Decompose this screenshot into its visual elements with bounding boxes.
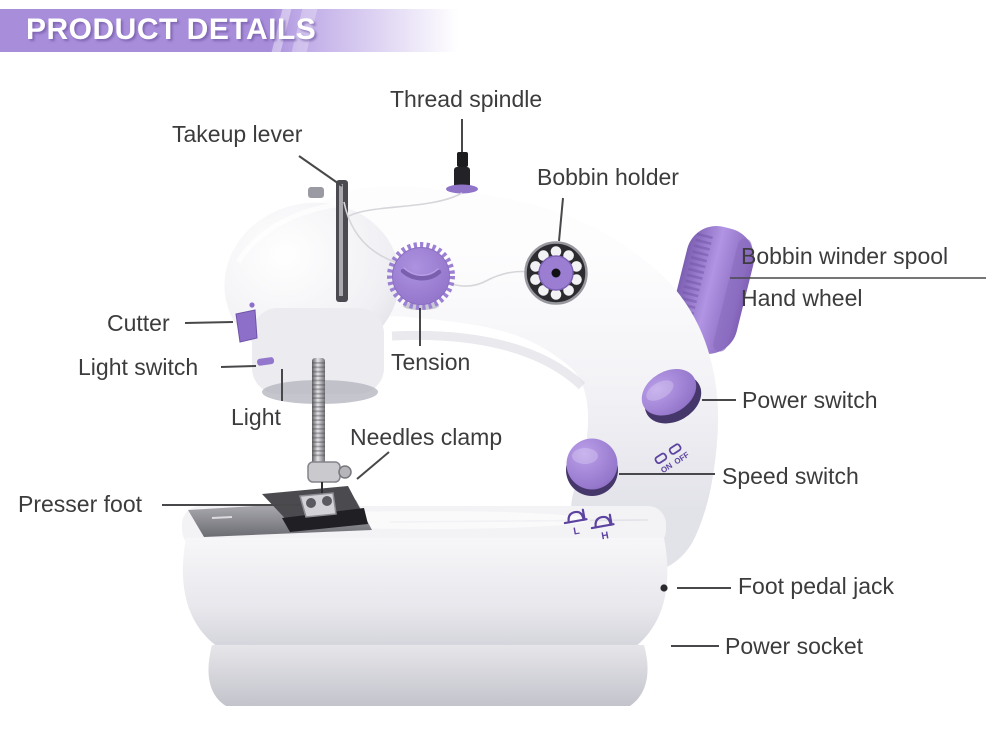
- bobbin-holder: [524, 241, 588, 305]
- leader-light-switch: [220, 365, 257, 368]
- takeup-lever: [308, 180, 348, 302]
- label-light-switch: Light switch: [78, 354, 199, 380]
- thread-spindle: [446, 152, 478, 194]
- tension-dial: [387, 242, 455, 310]
- machine-base: [182, 506, 668, 706]
- label-power-socket: Power socket: [725, 633, 864, 659]
- needle-clamp: [307, 461, 352, 483]
- label-speed-switch: Speed switch: [722, 463, 859, 489]
- label-power-switch: Power switch: [742, 387, 878, 413]
- header-banner: PRODUCT DETAILS: [0, 9, 472, 52]
- foot-pedal-jack: [660, 584, 668, 592]
- power-switch: [641, 369, 702, 424]
- speed-high-icon: H: [590, 513, 615, 542]
- speed-low-icon: L: [563, 508, 588, 538]
- leader-takeup-lever: [298, 155, 343, 187]
- page-title: PRODUCT DETAILS: [26, 12, 317, 46]
- presser-foot: [299, 492, 337, 518]
- label-foot-pedal-jack: Foot pedal jack: [738, 573, 894, 599]
- label-bobbin-winder-spool: Bobbin winder spool: [741, 243, 949, 269]
- label-takeup-lever: Takeup lever: [172, 121, 303, 147]
- speed-high-letter: H: [601, 530, 610, 542]
- label-presser-foot: Presser foot: [18, 491, 142, 517]
- label-needles-clamp: Needles clamp: [350, 424, 503, 450]
- label-bobbin-holder: Bobbin holder: [537, 164, 679, 190]
- label-cutter: Cutter: [107, 310, 170, 336]
- leader-lines: [162, 119, 986, 647]
- label-light: Light: [231, 404, 281, 430]
- needle-bar: [312, 358, 325, 480]
- light-switch: [257, 357, 275, 366]
- label-hand-wheel: Hand wheel: [741, 285, 863, 311]
- label-thread-spindle: Thread spindle: [390, 86, 543, 112]
- speed-switch: [566, 438, 618, 496]
- needle-plate: [188, 486, 372, 537]
- leader-needles-clamp: [356, 451, 390, 480]
- speed-low-letter: L: [573, 526, 581, 538]
- machine-head: [224, 201, 400, 404]
- cutter: [235, 302, 258, 343]
- leader-cutter: [184, 321, 234, 324]
- label-tension: Tension: [391, 349, 471, 375]
- leader-bobbin-holder: [558, 197, 564, 242]
